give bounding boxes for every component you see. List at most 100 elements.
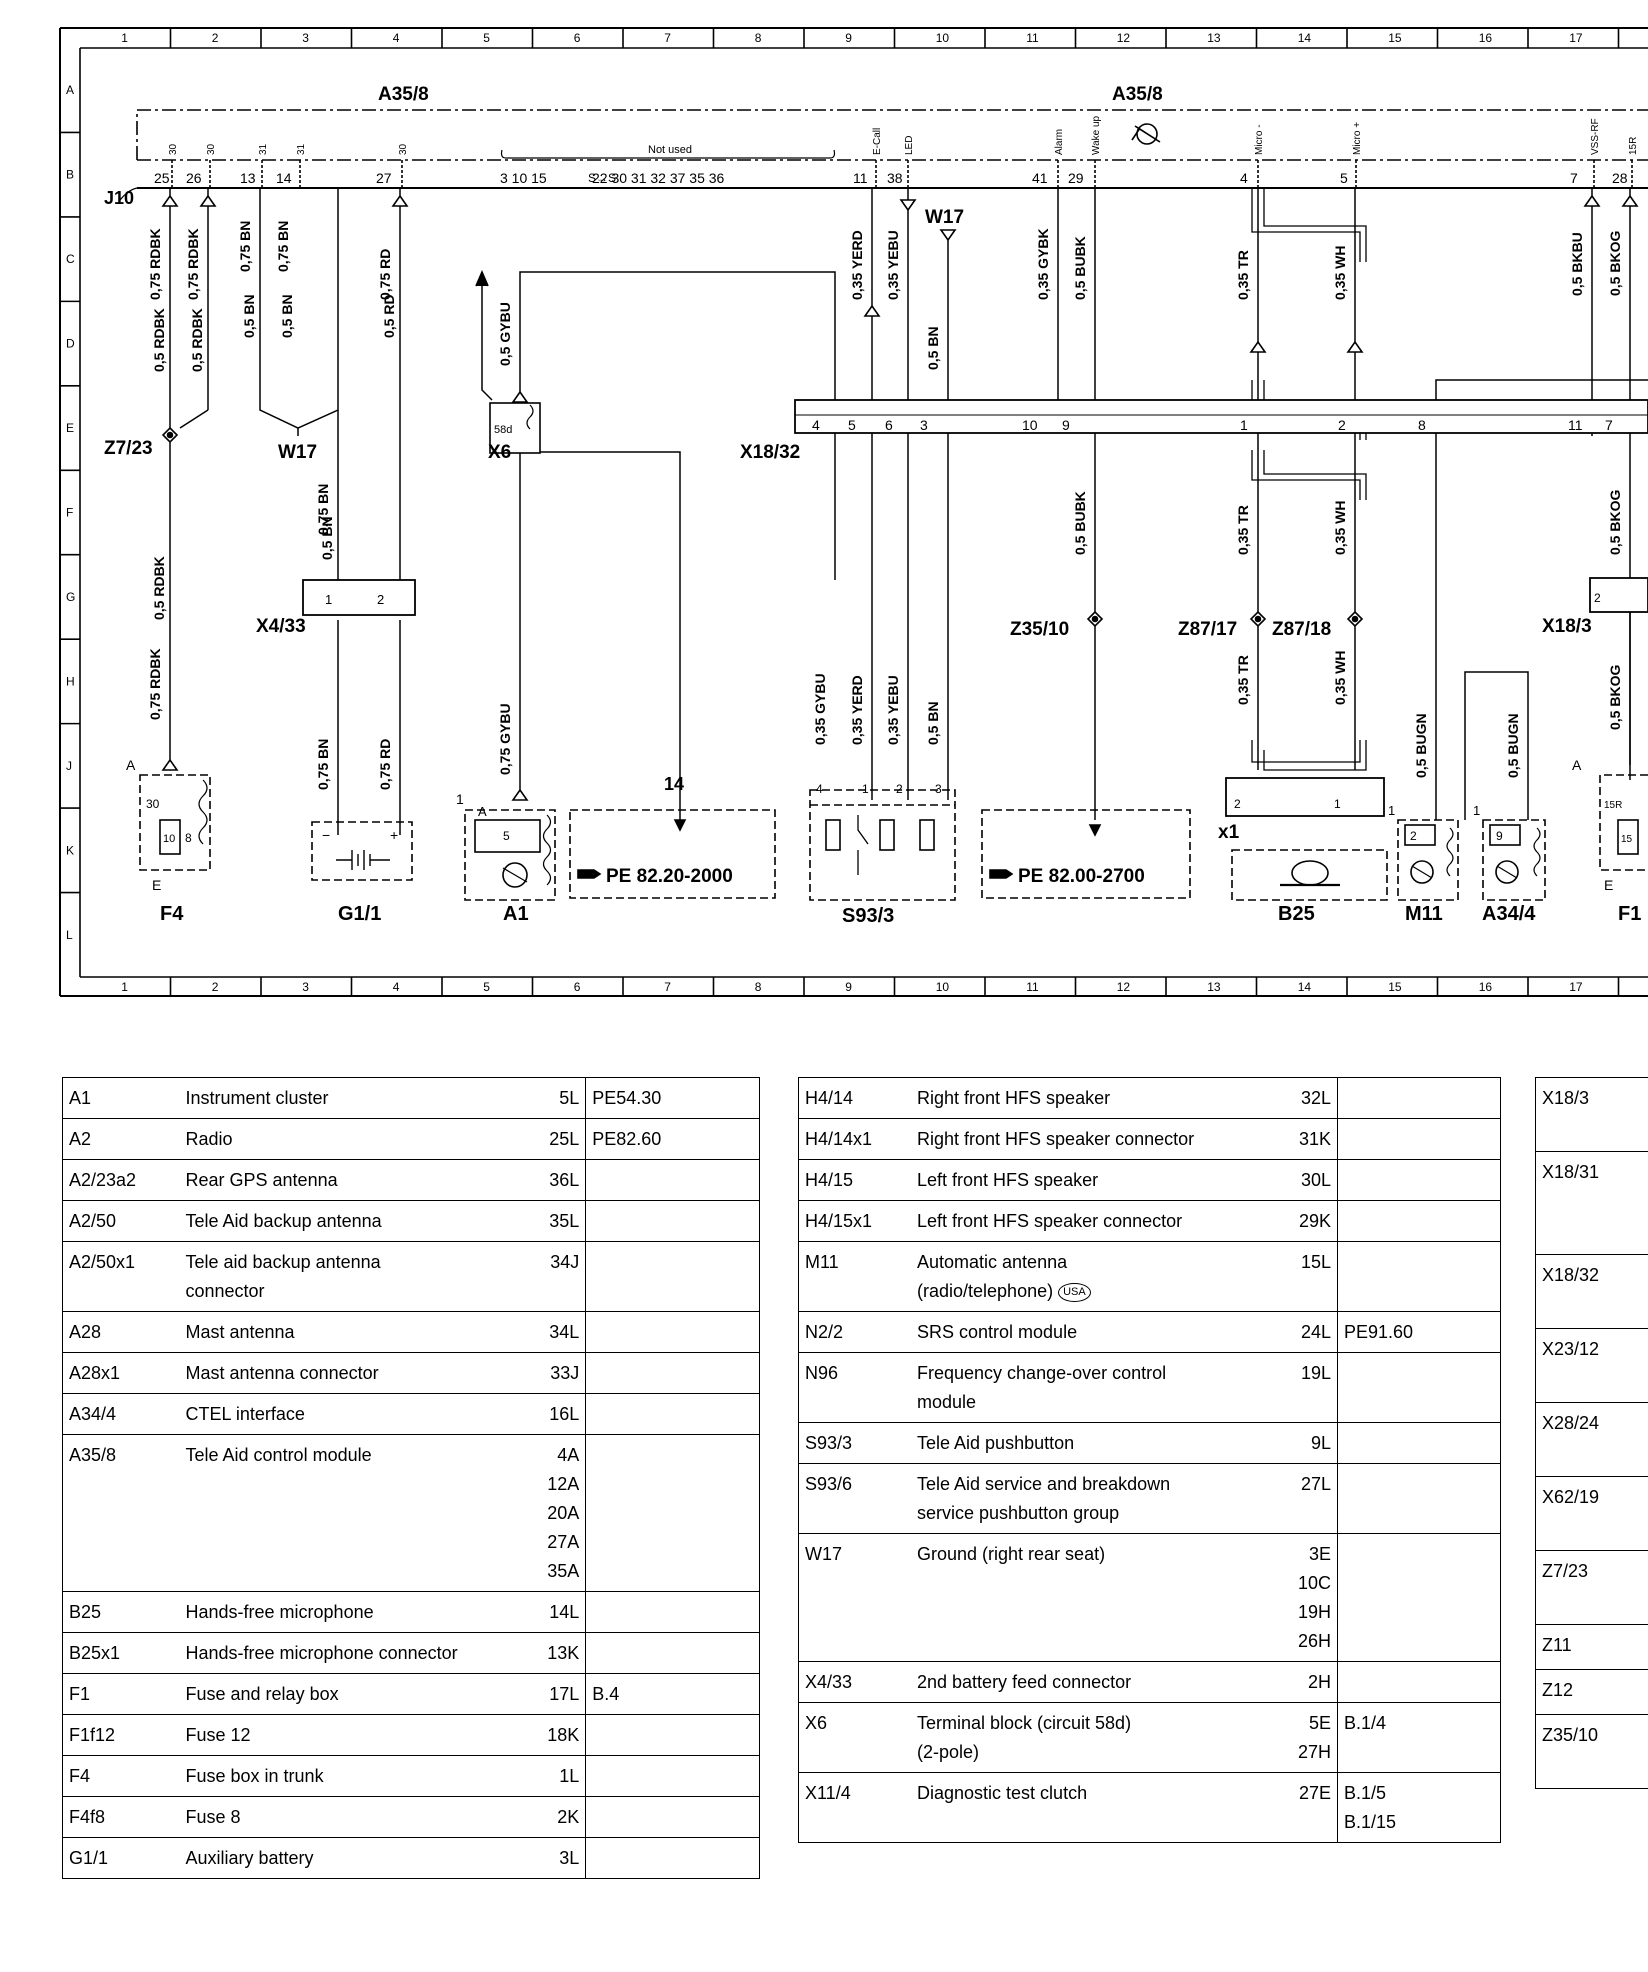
wire-label-x433a: 0,75 BN: [315, 484, 331, 535]
grid-row-B: B: [66, 168, 74, 182]
legend-code: G1/1: [62, 1837, 180, 1879]
legend-row: X23/12: [1535, 1328, 1648, 1403]
legend-code: A34/4: [62, 1393, 180, 1435]
legend-ref: PE82.60: [585, 1118, 760, 1160]
wire-label-whl2: 0,35 WH: [1332, 651, 1348, 705]
legend-ref: [585, 1393, 760, 1435]
grid-row-A: A: [66, 83, 74, 97]
f1-fuse-relay-box[interactable]: A 15R 15 E: [1572, 757, 1648, 893]
legend-desc: Tele Aid pushbutton: [911, 1422, 1275, 1464]
legend-code: X62/19: [1535, 1476, 1648, 1551]
x4-33-connector[interactable]: 1 2: [302, 579, 416, 616]
grid-col-12: 12: [1117, 31, 1131, 45]
legend-loc: 15L: [1275, 1241, 1338, 1312]
legend-desc: Mast antenna: [179, 1311, 523, 1353]
b25-microphone[interactable]: 2 1: [1225, 777, 1388, 901]
legend-code: N2/2: [798, 1311, 911, 1353]
legend-code: X4/33: [798, 1661, 911, 1703]
legend-loc: 16L: [522, 1393, 587, 1435]
a34-4-ctel-interface[interactable]: 1 9: [1473, 803, 1546, 901]
wire-label-c27: 0,75 RD: [377, 249, 393, 300]
legend-loc: 3E 10C 19H 26H: [1275, 1533, 1338, 1662]
grid-row-D: D: [66, 337, 75, 351]
g1-1-battery[interactable]: − +: [311, 821, 413, 881]
s93-3-pushbutton[interactable]: 4 1 2 3: [809, 782, 956, 901]
x18-32-pin: 9: [1062, 417, 1070, 433]
legend-loc: 34L: [522, 1311, 587, 1353]
wire-label-c14: 0,75 BN: [275, 221, 291, 272]
w17-label-a: W17: [278, 442, 317, 463]
a1-label: A1: [503, 903, 529, 925]
x18-3-connector[interactable]: 2: [1589, 577, 1648, 613]
grid-col-8: 8: [755, 31, 762, 45]
legend-desc: Instrument cluster: [179, 1077, 523, 1119]
usa-badge: USA: [1058, 1282, 1091, 1302]
legend-code: A35/8: [62, 1434, 180, 1592]
x6-terminal-block[interactable]: 58d: [475, 269, 541, 454]
module-pin-name: 31: [296, 143, 307, 155]
svg-text:2: 2: [1594, 591, 1601, 605]
legend-ref: [585, 1159, 760, 1201]
module-pin-name: Alarm: [1054, 129, 1065, 155]
grid-row-C: C: [66, 252, 75, 266]
ref-box-pe-82-20-2000[interactable]: 14 PE 82.20-2000: [569, 774, 776, 899]
grid-col-8: 8: [755, 980, 762, 994]
legend-row: Z35/10: [1535, 1714, 1648, 1789]
legend-ref: [585, 1755, 760, 1797]
f4-fuse-box[interactable]: A 30 10 8 E: [126, 757, 211, 893]
legend-loc: 27E: [1275, 1772, 1338, 1843]
wire-label-vss: 0,5 BKBU: [1569, 232, 1585, 296]
x6-pin: 58d: [494, 424, 512, 436]
legend-ref: [585, 1714, 760, 1756]
module-pin-name: Wake up: [1091, 115, 1102, 155]
legend-desc: Hands-free microphone: [179, 1591, 523, 1633]
legend-loc: 1L: [522, 1755, 587, 1797]
m11-automatic-antenna[interactable]: 1 2: [1388, 803, 1459, 901]
legend-desc: Tele Aid control module: [179, 1434, 523, 1592]
module-pin: 3 10 15: [500, 170, 547, 186]
legend-ref: [1337, 1422, 1501, 1464]
grid-row-G: G: [66, 590, 75, 604]
not-used-glyph: S→S: [588, 171, 616, 185]
a35-8-module[interactable]: A35/8 A35/8 J10 Not used S→S: [104, 84, 1648, 208]
svg-text:1: 1: [456, 791, 464, 807]
legend-code: Z7/23: [1535, 1550, 1648, 1625]
legend-loc: 2K: [522, 1796, 587, 1838]
grid-col-2: 2: [212, 31, 219, 45]
legend-loc: 13K: [522, 1632, 587, 1674]
legend-ref: [1337, 1661, 1501, 1703]
legend-code: A2: [62, 1118, 180, 1160]
z7-23-label: Z7/23: [104, 438, 153, 459]
legend-ref: [1337, 1077, 1501, 1119]
legend-ref: [1337, 1241, 1501, 1312]
module-label-right: A35/8: [1112, 84, 1163, 105]
legend-desc: Fuse box in trunk: [179, 1755, 523, 1797]
legend-ref: [585, 1837, 760, 1879]
module-pin: 13: [240, 170, 256, 186]
a1-instrument-cluster[interactable]: 1 A 5: [456, 791, 556, 901]
legend-desc: Mast antenna connector: [179, 1352, 523, 1394]
grid-col-3: 3: [302, 980, 309, 994]
module-pin: 41: [1032, 170, 1048, 186]
wire-label-z3510: 0,5 BUBK: [1072, 491, 1088, 555]
w17-label-b: W17: [925, 207, 964, 228]
legend-code: A2/50x1: [62, 1241, 180, 1312]
not-used-label: Not used: [648, 144, 692, 156]
wire-label-whl: 0,35 WH: [1332, 501, 1348, 555]
x18-32-connector[interactable]: [794, 399, 1648, 434]
ref-box-pe-82-00-2700[interactable]: PE 82.00-2700: [981, 809, 1191, 899]
svg-text:30: 30: [146, 797, 160, 811]
legend-loc: 5E 27H: [1275, 1702, 1338, 1773]
module-pin: 27: [376, 170, 392, 186]
grid-col-14: 14: [1298, 980, 1312, 994]
wire-label-s93a: 0,35 GYBU: [812, 673, 828, 745]
svg-text:2: 2: [1234, 797, 1241, 811]
